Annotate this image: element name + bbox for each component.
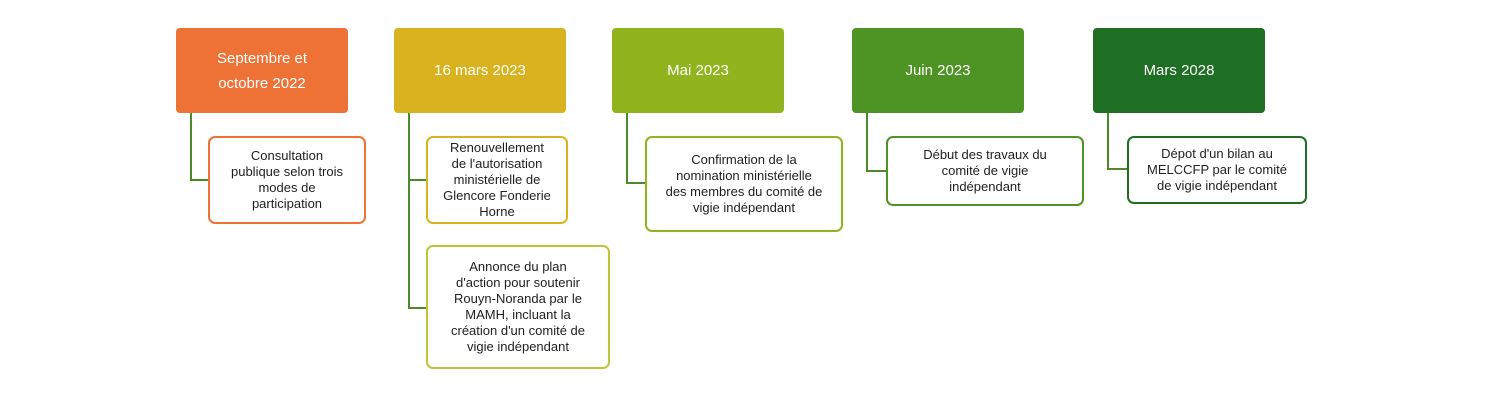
- date-header-1: Septembre et octobre 2022: [176, 28, 348, 113]
- event-text: Confirmation de la nomination ministérie…: [665, 152, 823, 215]
- connector-line: [1107, 113, 1127, 170]
- date-header-4: Juin 2023: [852, 28, 1024, 113]
- connector-line: [190, 113, 210, 181]
- event-text: Début des travaux du comité de vigie ind…: [923, 147, 1047, 194]
- event-card-4: Confirmation de la nomination ministérie…: [645, 136, 843, 232]
- connector-line: [866, 113, 886, 172]
- date-label: Juin 2023: [905, 62, 971, 79]
- date-header-2: 16 mars 2023: [394, 28, 566, 113]
- date-label: Septembre et octobre 2022: [216, 49, 308, 92]
- event-card-1: Consultation publique selon trois modes …: [208, 136, 366, 224]
- event-text: Consultation publique selon trois modes …: [230, 148, 344, 211]
- date-label: Mai 2023: [667, 62, 729, 79]
- event-text: Renouvellement de l'autorisation ministé…: [443, 140, 551, 219]
- date-label: Mars 2028: [1143, 62, 1215, 79]
- event-card-3: Annonce du plan d'action pour soutenir R…: [426, 245, 610, 369]
- event-card-5: Début des travaux du comité de vigie ind…: [886, 136, 1084, 206]
- event-text: Annonce du plan d'action pour soutenir R…: [450, 259, 585, 354]
- connector-line: [626, 113, 646, 184]
- date-header-3: Mai 2023: [612, 28, 784, 113]
- date-header-5: Mars 2028: [1093, 28, 1265, 113]
- event-text: Dépot d'un bilan au MELCCFP par le comit…: [1147, 146, 1287, 193]
- date-label: 16 mars 2023: [434, 62, 526, 79]
- event-card-2: Renouvellement de l'autorisation ministé…: [426, 136, 568, 224]
- event-card-6: Dépot d'un bilan au MELCCFP par le comit…: [1127, 136, 1307, 204]
